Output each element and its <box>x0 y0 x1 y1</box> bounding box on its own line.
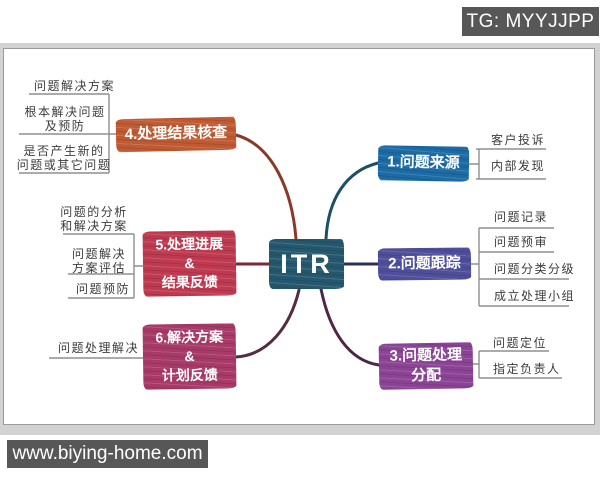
branch-4-leaf-2-line2: 及预防 <box>44 119 86 133</box>
branch-5-leaf-3: 问题预防 <box>76 282 131 296</box>
branch-5-leaf-2: 问题解决 方案评估 <box>66 247 132 275</box>
connector-branch4 <box>234 133 298 241</box>
branch-4-leaf-3-line1: 是否产生新的 <box>23 144 105 158</box>
branch-1-node: 1.问题来源 <box>377 145 470 182</box>
connector-branch1 <box>324 161 380 241</box>
center-node-itr: ITR <box>269 239 344 289</box>
branch-3-node: 3.问题处理 分配 <box>378 342 474 390</box>
branch-5-leaf-1-line1: 问题的分析 <box>60 205 128 219</box>
branch-1-leaf-1: 客户投诉 <box>491 133 546 147</box>
mindmap-canvas: ITR 1.问题来源 客户投诉 内部发现 2.问题跟踪 问题记录 问题预审 问题… <box>3 48 595 425</box>
connector-lines <box>19 93 569 379</box>
branch-6-label-line1: 6.解决方案 <box>155 328 224 346</box>
branch-4-leaf-3-line2: 问题或其它问题 <box>16 158 112 172</box>
branch-5-node: 5.处理进展 & 结果反馈 <box>142 230 237 297</box>
connector-branch3 <box>319 287 381 367</box>
branch-5-label-line3: 结果反馈 <box>161 273 218 291</box>
branch-6-leaf-1: 问题处理解决 <box>58 341 140 355</box>
branch-1-leaf-2: 内部发现 <box>491 159 546 173</box>
branch-3-label-line2: 分配 <box>411 366 442 385</box>
branch-4-leaf-1: 问题解决方案 <box>34 79 116 93</box>
branch-4-label: 4.处理结果核查 <box>124 124 228 144</box>
branch-2-leaf-1: 问题记录 <box>494 210 549 224</box>
branch-5-label-line2: & <box>184 254 195 272</box>
branch-5-leaf-2-line1: 问题解决 <box>71 247 126 261</box>
branch-4-leaf-3: 是否产生新的 问题或其它问题 <box>14 144 114 172</box>
tg-watermark-badge: TG: MYYJJPP <box>462 7 599 36</box>
branch-3-leaf-1: 问题定位 <box>493 336 548 350</box>
branch-5-leaf-1: 问题的分析 和解决方案 <box>56 205 132 233</box>
branch-4-node: 4.处理结果核查 <box>115 116 237 153</box>
branch-4-leaf-2: 根本解决问题 及预防 <box>19 105 111 133</box>
branch-6-node: 6.解决方案 & 计划反馈 <box>142 323 237 390</box>
center-node-label: ITR <box>280 248 333 279</box>
branch-5-label-line1: 5.处理进展 <box>155 235 224 253</box>
leaf-bracket-lines <box>19 93 569 379</box>
branch-3-leaf-2: 指定负责人 <box>493 362 561 376</box>
branch-6-label-line2: & <box>184 347 195 365</box>
branch-2-leaf-3: 问题分类分级 <box>494 262 576 276</box>
branch-2-leaf-4: 成立处理小组 <box>494 289 576 303</box>
branch-6-label-line3: 计划反馈 <box>161 366 218 384</box>
branch-2-leaf-2: 问题预审 <box>494 235 549 249</box>
branch-3-label-line1: 3.问题处理 <box>389 346 463 365</box>
connector-branch6 <box>234 288 301 359</box>
branch-2-label: 2.问题跟踪 <box>388 254 461 273</box>
branch-5-leaf-2-line2: 方案评估 <box>71 261 126 275</box>
branch-4-leaf-2-line1: 根本解决问题 <box>24 105 106 119</box>
website-watermark: www.biying-home.com <box>7 440 208 468</box>
branch-1-label: 1.问题来源 <box>387 153 460 173</box>
branch-5-leaf-1-line2: 和解决方案 <box>60 219 128 233</box>
branch-2-node: 2.问题跟踪 <box>377 247 472 281</box>
